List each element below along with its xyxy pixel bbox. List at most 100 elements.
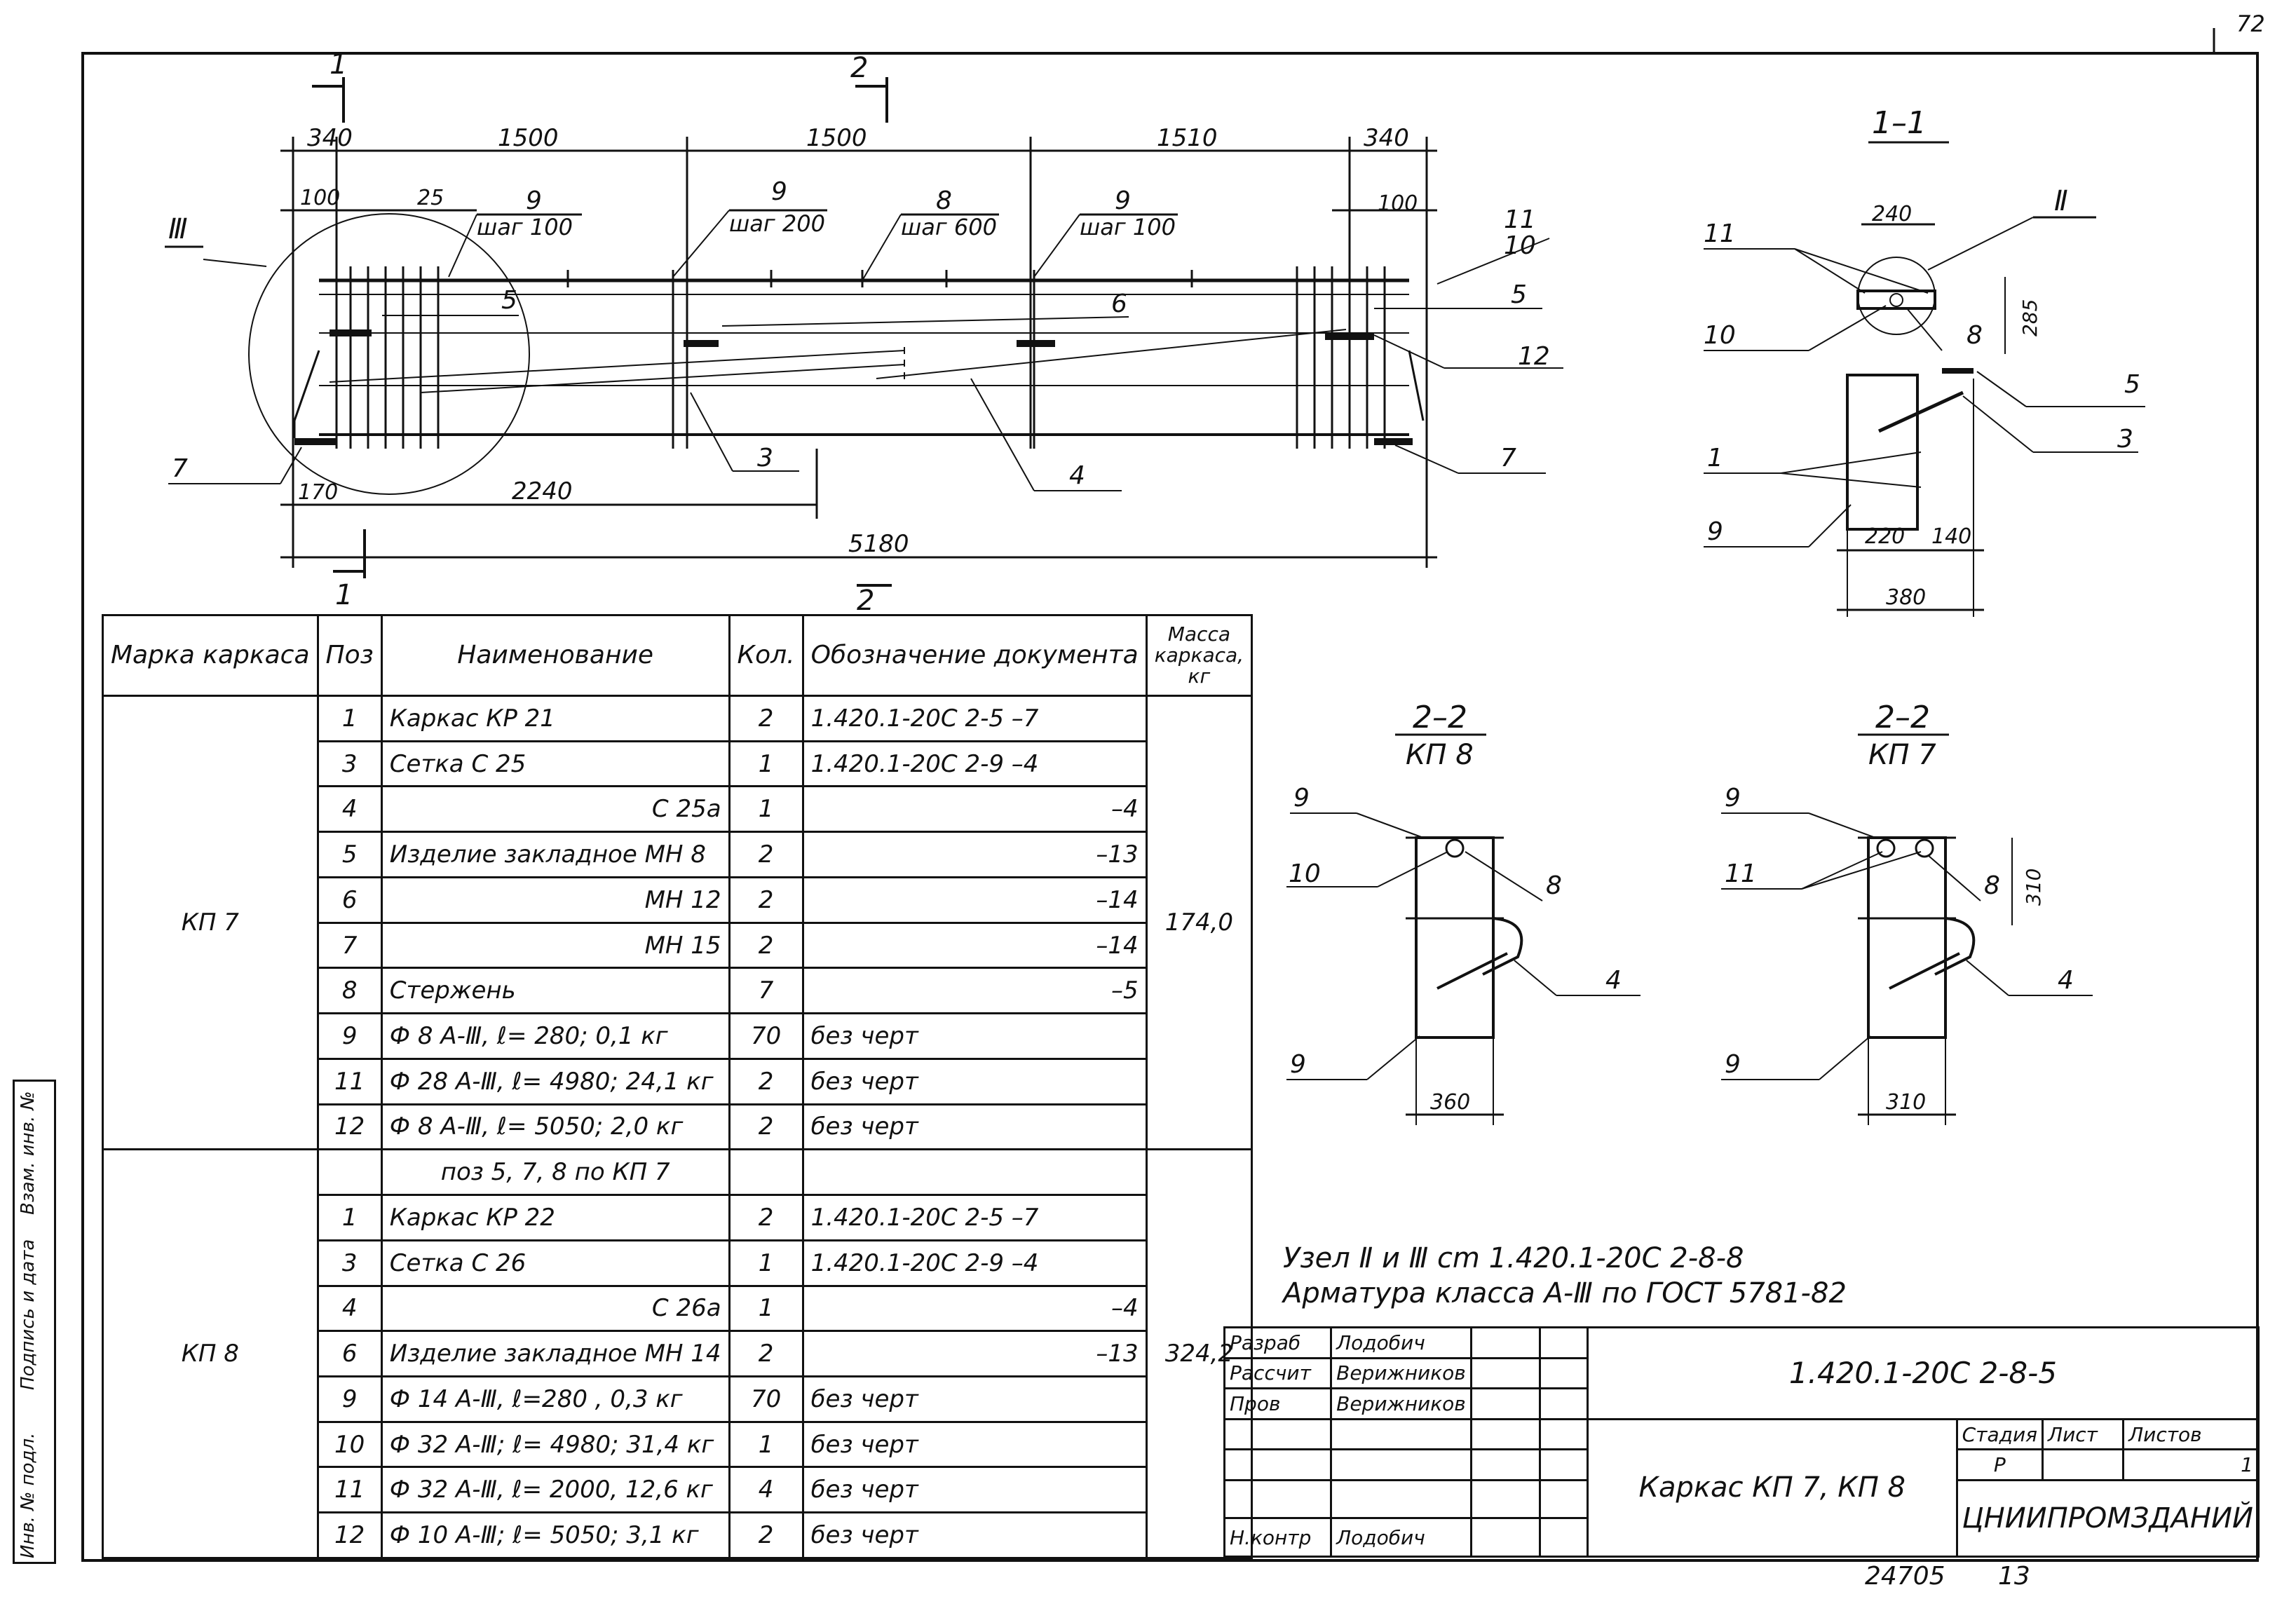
spec-mass: 174,0 [1145, 694, 1254, 1151]
dim-2240: 2240 [512, 477, 573, 505]
specification-table: Марка каркаса Поз Наименование Кол. Обоз… [102, 614, 1254, 1559]
leader-note-8: шаг 600 [901, 214, 997, 240]
section-1-1-label-8: 8 [1966, 321, 1983, 350]
label-6: 6 [1111, 290, 1127, 318]
section-2-2-kp8-title: 2–2 [1413, 700, 1467, 735]
spec-name: Ф 14 А-Ⅲ, ℓ=280 , 0,3 кг [380, 1375, 731, 1423]
spec-pos: 3 [316, 740, 383, 788]
tb-title: Каркас КП 7, КП 8 [1586, 1417, 1958, 1558]
spec-doc: без черт [801, 1103, 1148, 1151]
dim-100-left: 100 [300, 186, 340, 210]
leader-pos-8: 8 [936, 186, 952, 215]
label-11: 11 [1504, 205, 1536, 234]
spec-pos: 8 [316, 967, 383, 1015]
spec-qty: 2 [728, 876, 804, 924]
dim-5180: 5180 [848, 530, 909, 558]
section-1-1-label-1: 1 [1707, 444, 1723, 472]
spec-doc: –14 [801, 921, 1148, 969]
label-7-right: 7 [1500, 444, 1516, 472]
tb-stage-label: Стадия [1955, 1417, 2044, 1451]
spec-name: Изделие закладное МН 14 [380, 1330, 731, 1378]
dim-340-left: 340 [307, 124, 353, 152]
spec-doc: 1.420.1-20С 2-5 –7 [801, 695, 1148, 742]
section-2-2-kp7-subtitle: КП 7 [1868, 739, 1936, 771]
side-stamp: Инв. № подл. Подпись и дата Взам. инв. № [13, 1080, 56, 1564]
spec-name: Каркас КР 22 [380, 1194, 731, 1241]
spec-name: МН 12 [380, 876, 731, 924]
spec-header-mass: Масса каркаса, кг [1145, 614, 1254, 697]
side-stamp-inv: Инв. № подл. [18, 1432, 39, 1558]
leader-note-9-a: шаг 100 [477, 214, 573, 240]
tb-org: ЦНИИПРОМЗДАНИЙ [1955, 1478, 2260, 1558]
spec-pos: 3 [316, 1239, 383, 1287]
spec-qty: 7 [728, 967, 804, 1015]
dim-100-right: 100 [1378, 191, 1418, 216]
tb-sign-3 [1469, 1517, 1542, 1558]
section-2-2-kp8: 2–2 КП 8 9 10 8 4 9 360 [1286, 700, 1641, 1125]
spec-doc: 1.420.1-20С 2-9 –4 [801, 740, 1148, 788]
section-1-1-label-11: 11 [1704, 219, 1736, 248]
footer-page-number: 13 [1998, 1562, 2030, 1591]
section-1-1-label-10: 10 [1704, 321, 1736, 350]
tb-sheets-label: Листов [2122, 1417, 2260, 1451]
section-2-2-kp7-label-11: 11 [1725, 859, 1757, 888]
section-2-2-kp8-label-9-bottom: 9 [1290, 1050, 1306, 1079]
spec-pos: 1 [316, 1194, 383, 1241]
spec-pos: 1 [316, 695, 383, 742]
spec-name: Ф 32 А-Ⅲ; ℓ= 4980; 31,4 кг [380, 1420, 731, 1469]
spec-doc: –14 [801, 876, 1148, 924]
spec-qty: 2 [728, 1330, 804, 1378]
spec-pos: 9 [316, 1012, 383, 1060]
spec-name: Ф 28 А-Ⅲ, ℓ= 4980; 24,1 кг [380, 1057, 731, 1105]
footer-inv-number: 24705 [1865, 1562, 1945, 1591]
section-2-2-kp8-label-8: 8 [1546, 871, 1562, 900]
spec-qty [728, 1148, 804, 1197]
spec-pos: 6 [316, 1330, 383, 1378]
spec-qty: 1 [728, 740, 804, 788]
section-mark-2-top: 2 [850, 52, 868, 84]
spec-name: Стержень [380, 967, 731, 1015]
section-2-2-kp8-label-10: 10 [1289, 859, 1321, 888]
tb-role-1: Рассчит [1223, 1356, 1333, 1390]
spec-qty: 70 [728, 1012, 804, 1060]
spec-qty: 2 [728, 1194, 804, 1241]
spec-pos: 4 [316, 1284, 383, 1333]
label-12: 12 [1518, 342, 1550, 371]
note-line-1: Узел Ⅱ и Ⅲ cm 1.420.1-20С 2-8-8 [1283, 1242, 1744, 1274]
spec-pos: 11 [316, 1057, 383, 1105]
spec-pos: 12 [316, 1511, 383, 1559]
tb-role-0: Разраб [1223, 1326, 1333, 1359]
spec-name: МН 15 [380, 921, 731, 969]
spec-doc: без черт [801, 1012, 1148, 1060]
section-1-1-dim-220: 220 [1865, 524, 1905, 549]
section-2-2-kp7-dim-310: 310 [2022, 869, 2045, 906]
title-block: Разраб Лодобич 1.420.1-20С 2-8-5 Рассчит… [1223, 1326, 2260, 1558]
section-2-2-kp8-subtitle: КП 8 [1406, 739, 1474, 771]
dim-1500-b: 1500 [806, 124, 867, 152]
tb-doc-code: 1.420.1-20С 2-8-5 [1586, 1326, 2260, 1420]
spec-qty: 1 [728, 1239, 804, 1287]
spec-qty: 4 [728, 1466, 804, 1514]
spec-pos: 5 [316, 831, 383, 878]
section-2-2-kp8-label-4: 4 [1605, 966, 1622, 995]
spec-doc: 1.420.1-20С 2-9 –4 [801, 1239, 1148, 1287]
spec-header-name: Наименование [380, 614, 731, 697]
spec-header-qty: Кол. [728, 614, 804, 697]
spec-name: Ф 8 А-Ⅲ, ℓ= 5050; 2,0 кг [380, 1103, 731, 1151]
spec-name: Сетка С 26 [380, 1239, 731, 1287]
spec-name: С 25а [380, 785, 731, 833]
tb-stage: Р [1955, 1448, 2044, 1481]
section-1-1-label-9: 9 [1707, 517, 1723, 546]
spec-pos: 7 [316, 921, 383, 969]
spec-doc [801, 1148, 1148, 1197]
